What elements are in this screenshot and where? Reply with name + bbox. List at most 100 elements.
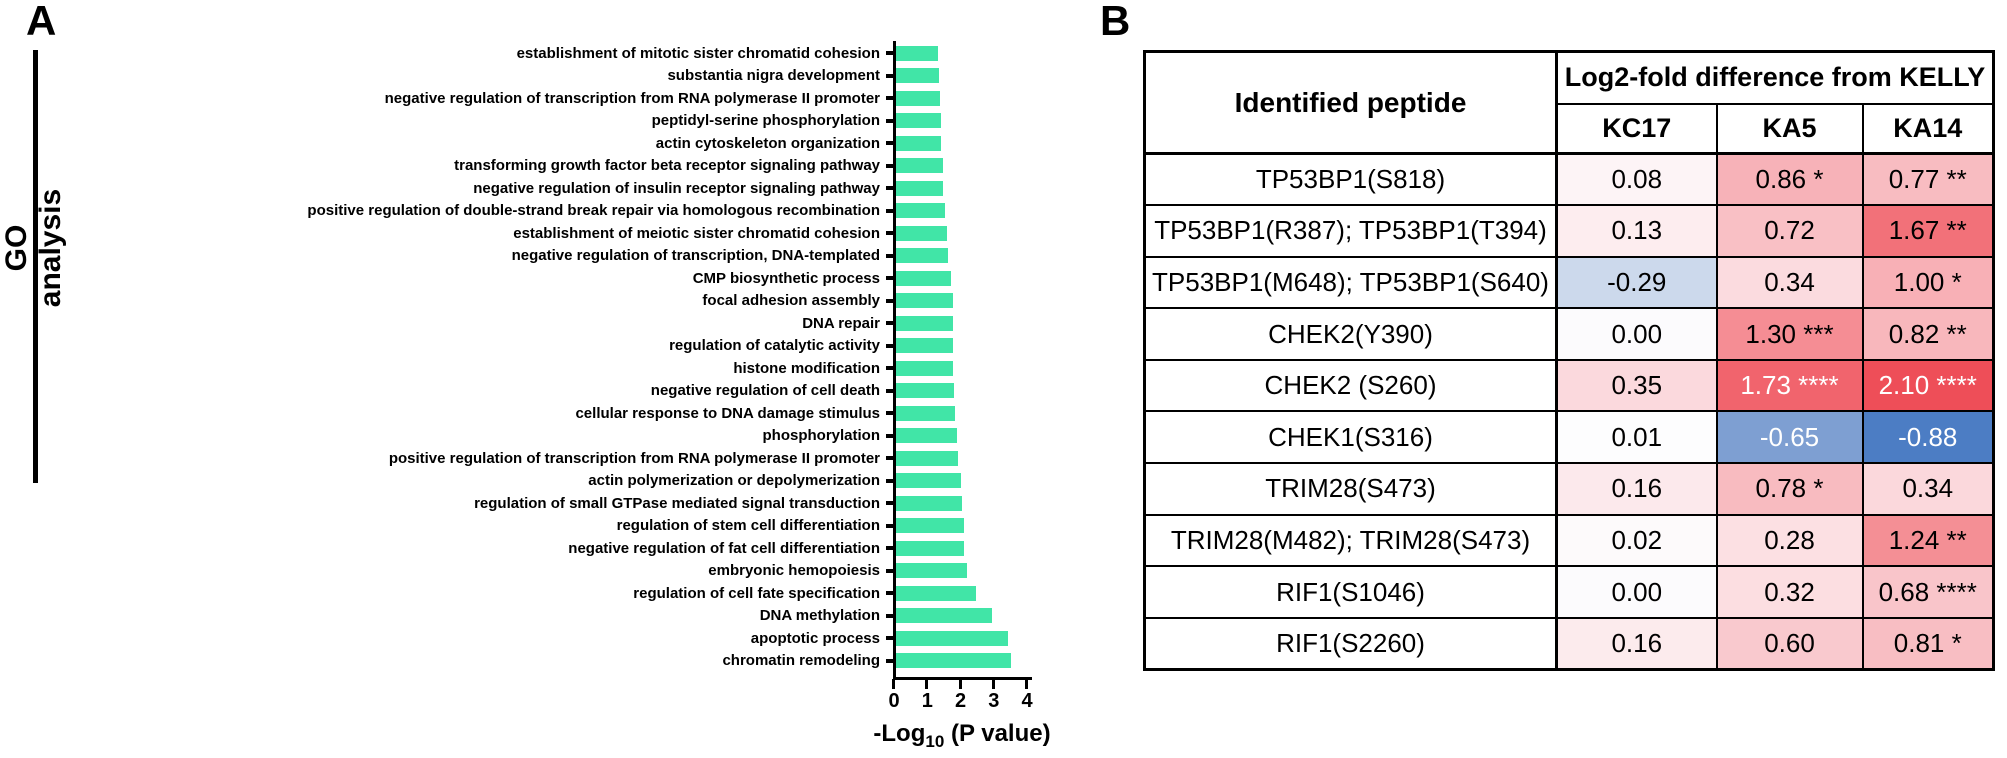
bar-label: regulation of catalytic activity bbox=[669, 337, 880, 355]
bar-row: regulation of stem cell differentiation bbox=[60, 515, 1011, 538]
bar bbox=[896, 630, 1009, 646]
bar-row: negative regulation of transcription, DN… bbox=[60, 245, 1011, 268]
bar bbox=[896, 90, 940, 106]
value-cell: 1.24 ** bbox=[1861, 513, 1995, 568]
bar bbox=[896, 315, 953, 331]
bar-row: phosphorylation bbox=[60, 425, 1011, 448]
bar-row: positive regulation of transcription fro… bbox=[60, 447, 1011, 470]
value-cell: 0.68 **** bbox=[1861, 565, 1995, 619]
bar-row: peptidyl-serine phosphorylation bbox=[60, 110, 1011, 133]
x-axis-tick-label: 2 bbox=[954, 690, 967, 712]
value-cell: 0.77 ** bbox=[1861, 152, 1995, 207]
value-cell: 0.01 bbox=[1555, 410, 1718, 465]
bar-label: focal adhesion assembly bbox=[702, 292, 880, 310]
bar-label: apoptotic process bbox=[750, 629, 880, 647]
bar-row: embryonic hemopoiesis bbox=[60, 560, 1011, 583]
bar-label: phosphorylation bbox=[762, 427, 881, 445]
y-axis-tick bbox=[886, 186, 898, 191]
x-axis-title-prefix: -Log bbox=[873, 720, 926, 747]
column-header-ka5: KA5 bbox=[1715, 102, 1864, 155]
bar-row: transforming growth factor beta receptor… bbox=[60, 155, 1011, 178]
x-axis-tick-label: 1 bbox=[921, 690, 933, 712]
bar-row: regulation of small GTPase mediated sign… bbox=[60, 492, 1011, 515]
x-axis-title-subscript: 10 bbox=[925, 731, 945, 751]
value-cell: 2.10 **** bbox=[1861, 358, 1995, 413]
y-axis-tick bbox=[886, 613, 898, 618]
column-header-ka14: KA14 bbox=[1861, 102, 1995, 155]
bar-row: DNA repair bbox=[60, 312, 1011, 335]
bar-row: CMP biosynthetic process bbox=[60, 267, 1011, 290]
value-cell: 0.60 bbox=[1715, 616, 1864, 671]
bar-label: regulation of stem cell differentiation bbox=[616, 517, 880, 535]
bar-label: positive regulation of double-strand bre… bbox=[307, 202, 880, 220]
bar bbox=[896, 473, 961, 489]
bar bbox=[896, 113, 942, 129]
bar-label: regulation of cell fate specification bbox=[633, 584, 880, 602]
value-cell: 0.35 bbox=[1555, 358, 1718, 413]
bar-label: transforming growth factor beta receptor… bbox=[454, 157, 880, 175]
value-cell: 1.67 ** bbox=[1861, 204, 1995, 258]
bar-label: negative regulation of cell death bbox=[650, 382, 880, 400]
bar-label: peptidyl-serine phosphorylation bbox=[651, 112, 880, 130]
value-cell: 1.00 * bbox=[1861, 255, 1995, 310]
bar-row: histone modification bbox=[60, 357, 1011, 380]
bar bbox=[896, 360, 954, 376]
y-axis-tick bbox=[886, 343, 898, 348]
peptide-cell: CHEK2 (S260) bbox=[1143, 358, 1558, 413]
peptide-cell: TRIM28(M482); TRIM28(S473) bbox=[1143, 513, 1558, 568]
table-row: CHEK1(S316)0.01-0.65-0.88 bbox=[1143, 410, 1995, 465]
peptide-cell: TP53BP1(R387); TP53BP1(T394) bbox=[1143, 204, 1558, 258]
bar bbox=[896, 158, 944, 174]
log2fold-group-header: Log2-fold difference from KELLY bbox=[1555, 50, 1995, 105]
bar-label: establishment of meiotic sister chromati… bbox=[513, 224, 880, 242]
value-cell: 0.00 bbox=[1555, 307, 1718, 361]
y-axis-tick bbox=[886, 523, 898, 528]
peptide-cell: TRIM28(S473) bbox=[1143, 462, 1558, 516]
x-axis-tick-label: 4 bbox=[1021, 690, 1033, 712]
value-cell: 0.13 bbox=[1555, 204, 1718, 258]
value-cell: -0.88 bbox=[1861, 410, 1995, 465]
bar bbox=[896, 180, 944, 196]
bar-label: negative regulation of transcription fro… bbox=[384, 89, 880, 107]
value-cell: 1.73 **** bbox=[1715, 358, 1864, 413]
bar bbox=[896, 203, 946, 219]
value-cell: 0.78 * bbox=[1715, 462, 1864, 516]
bar bbox=[896, 135, 942, 151]
x-axis-tick bbox=[892, 679, 895, 689]
go-analysis-axis-line bbox=[33, 50, 38, 483]
y-axis-tick bbox=[886, 141, 898, 146]
bar bbox=[896, 405, 955, 421]
peptide-cell: RIF1(S2260) bbox=[1143, 616, 1558, 671]
bar bbox=[896, 653, 1011, 669]
bar-row: actin polymerization or depolymerization bbox=[60, 470, 1011, 493]
value-cell: 0.81 * bbox=[1861, 616, 1995, 671]
y-axis-tick bbox=[886, 163, 898, 168]
value-cell: 0.16 bbox=[1555, 616, 1718, 671]
y-axis-tick bbox=[886, 388, 898, 393]
bar bbox=[896, 518, 964, 534]
value-cell: 0.08 bbox=[1555, 152, 1718, 207]
bar bbox=[896, 608, 992, 624]
bar bbox=[896, 338, 953, 354]
peptide-cell: TP53BP1(S818) bbox=[1143, 152, 1558, 207]
bar bbox=[896, 293, 953, 309]
peptide-cell: RIF1(S1046) bbox=[1143, 565, 1558, 619]
peptide-cell: TP53BP1(M648); TP53BP1(S640) bbox=[1143, 255, 1558, 310]
bar bbox=[896, 563, 967, 579]
y-axis-tick bbox=[886, 546, 898, 551]
y-axis-tick bbox=[886, 433, 898, 438]
y-axis-tick bbox=[886, 208, 898, 213]
bar bbox=[896, 225, 947, 241]
bar-row: establishment of mitotic sister chromati… bbox=[60, 42, 1011, 65]
bar-label: embryonic hemopoiesis bbox=[708, 562, 880, 580]
bar bbox=[896, 45, 939, 61]
